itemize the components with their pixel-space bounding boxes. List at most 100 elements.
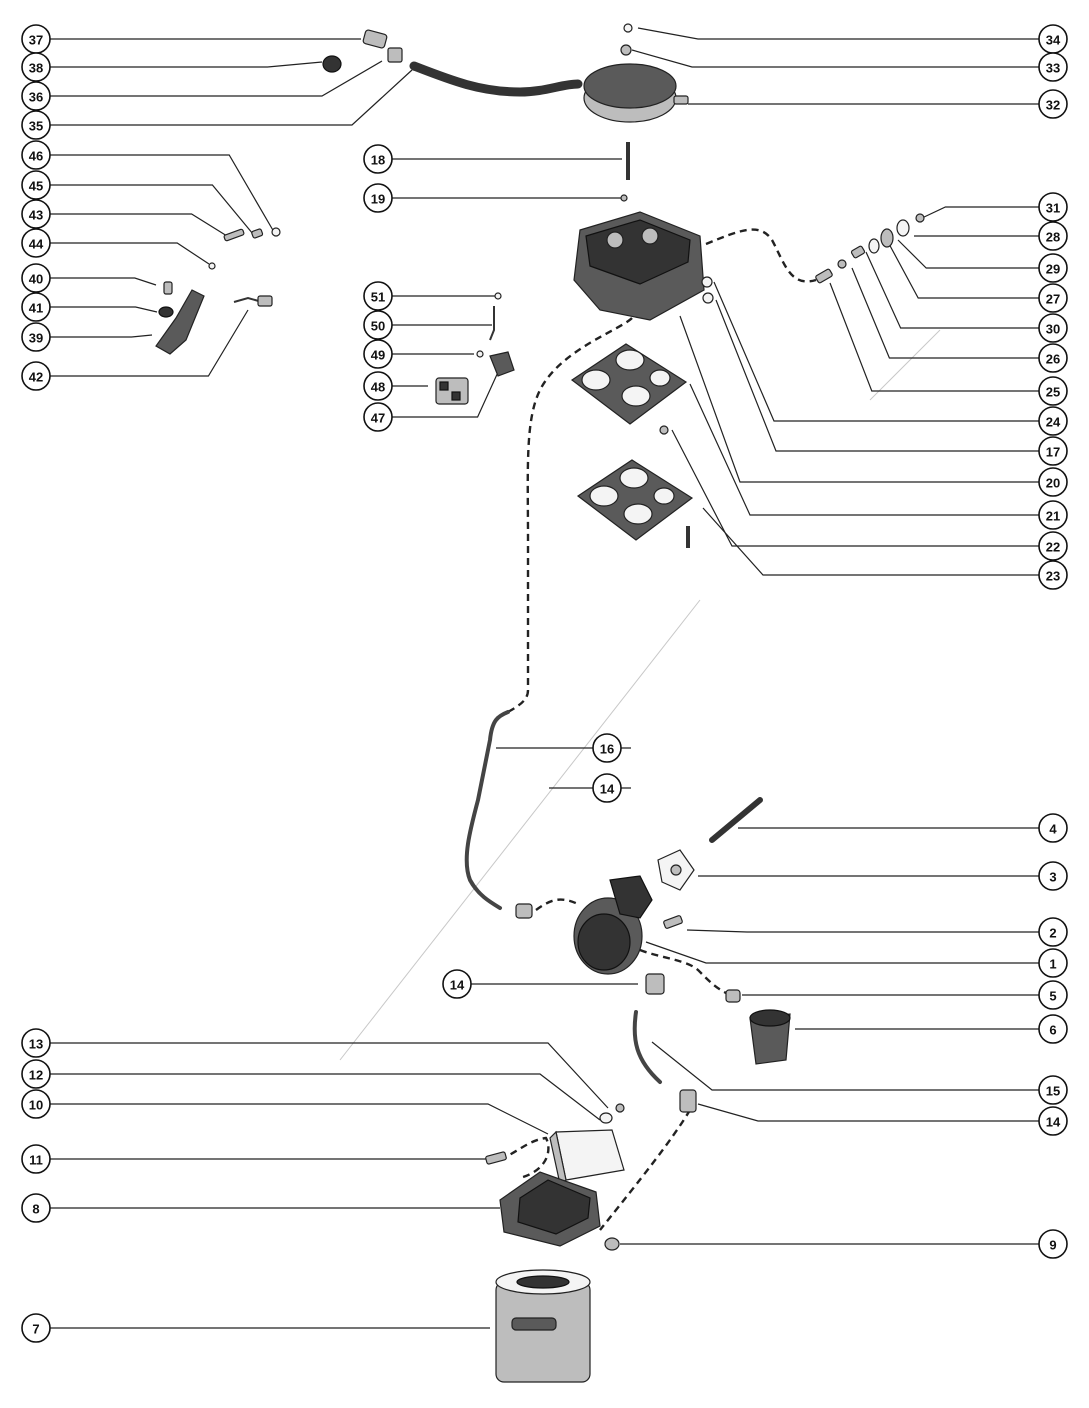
callout-c41: 41 [21, 292, 51, 322]
callout-circle [1038, 531, 1068, 561]
leader-line-c14c [697, 1103, 1039, 1122]
leader-line-c12 [50, 1073, 601, 1121]
washer-33-icon [620, 44, 632, 56]
filter-base-8-icon [499, 1171, 601, 1247]
callout-label: 31 [1046, 201, 1060, 216]
callout-circle [21, 1028, 51, 1058]
fitting-37-icon [362, 29, 388, 49]
callout-c45: 45 [21, 170, 51, 200]
leader-line-c45 [50, 184, 254, 235]
callout-label: 14 [600, 782, 615, 797]
callout-circle [1038, 192, 1068, 222]
callout-label: 2 [1049, 926, 1056, 941]
callout-circle [21, 292, 51, 322]
callout-c5: 5 [1038, 980, 1068, 1010]
callout-c51: 51 [363, 281, 393, 311]
callout-circle [1038, 813, 1068, 843]
filter-canister-7-icon [495, 1269, 591, 1383]
callout-c37: 37 [21, 24, 51, 54]
fuel-line-16-icon [464, 710, 510, 910]
leader-line-c22 [671, 429, 1039, 547]
callout-circle [1038, 406, 1068, 436]
callout-circle [442, 969, 472, 999]
callout-label: 36 [29, 90, 43, 105]
callout-label: 29 [1046, 262, 1060, 277]
callout-c14a: 14 [592, 773, 622, 803]
callout-circle [21, 361, 51, 391]
callout-circle [592, 733, 622, 763]
callout-c47: 47 [363, 402, 393, 432]
callout-c38: 38 [21, 52, 51, 82]
callout-circle [21, 1313, 51, 1343]
gasket-20-icon [570, 343, 688, 425]
callouts: 3738363546454344404139421819515049484716… [21, 24, 1068, 1343]
callout-c20: 20 [1038, 467, 1068, 497]
clamp-36-icon [387, 47, 403, 63]
callout-label: 1 [1049, 957, 1056, 972]
callout-label: 49 [371, 348, 385, 363]
callout-circle [363, 371, 393, 401]
callout-circle [21, 110, 51, 140]
carburetor-17-icon [573, 211, 714, 321]
callout-c31: 31 [1038, 192, 1068, 222]
callout-label: 23 [1046, 569, 1060, 584]
nut-34-icon [623, 23, 633, 33]
callout-label: 45 [29, 179, 43, 194]
callout-circle [1038, 861, 1068, 891]
callout-circle [1038, 253, 1068, 283]
leader-line-c33 [631, 49, 1039, 68]
callout-label: 42 [29, 370, 43, 385]
leader-line-c47 [392, 369, 500, 418]
callout-c24: 24 [1038, 406, 1068, 436]
leader-line-c34 [637, 27, 1039, 40]
fitting-14-icon [679, 1089, 697, 1113]
flame-arrestor-32-icon [583, 63, 689, 123]
callout-c33: 33 [1038, 52, 1068, 82]
screw-2-icon [663, 915, 683, 929]
callout-c2: 2 [1038, 917, 1068, 947]
callout-circle [21, 1193, 51, 1223]
dashed-line-bracket-screw [499, 1136, 550, 1180]
callout-label: 19 [371, 192, 385, 207]
callout-label: 16 [600, 742, 614, 757]
callout-label: 26 [1046, 352, 1060, 367]
callout-circle [363, 281, 393, 311]
leader-line-c38 [50, 61, 323, 68]
leader-line-c31 [921, 206, 1039, 219]
callout-c48: 48 [363, 371, 393, 401]
callout-circle [1038, 500, 1068, 530]
callout-c18: 18 [363, 144, 393, 174]
callout-label: 34 [1046, 33, 1061, 48]
callout-label: 46 [29, 149, 43, 164]
fitting-14-icon [515, 903, 533, 919]
callout-c40: 40 [21, 263, 51, 293]
callout-c49: 49 [363, 339, 393, 369]
callout-label: 13 [29, 1037, 43, 1052]
callout-label: 18 [371, 153, 385, 168]
callout-circle [1038, 948, 1068, 978]
leader-line-c44 [50, 242, 210, 265]
callout-c15: 15 [1038, 1075, 1068, 1105]
callout-c30: 30 [1038, 313, 1068, 343]
leader-line-c15 [651, 1041, 1039, 1091]
leader-line-c41 [50, 306, 158, 313]
callout-circle [1038, 376, 1068, 406]
fuel-line-15-icon [632, 1010, 662, 1084]
gasket-3-icon [657, 849, 695, 891]
callout-c39: 39 [21, 322, 51, 352]
callout-label: 40 [29, 272, 43, 287]
callout-c7: 7 [21, 1313, 51, 1343]
callout-label: 24 [1046, 415, 1061, 430]
callout-c9: 9 [1038, 1229, 1068, 1259]
callout-c8: 8 [21, 1193, 51, 1223]
callout-circle [21, 140, 51, 170]
callout-c46: 46 [21, 140, 51, 170]
callout-c17: 17 [1038, 436, 1068, 466]
callout-label: 30 [1046, 322, 1060, 337]
callout-c12: 12 [21, 1059, 51, 1089]
screw-11-icon [485, 1151, 507, 1165]
leader-line-c40 [50, 277, 157, 286]
callout-c16: 16 [592, 733, 622, 763]
callout-label: 25 [1046, 385, 1060, 400]
